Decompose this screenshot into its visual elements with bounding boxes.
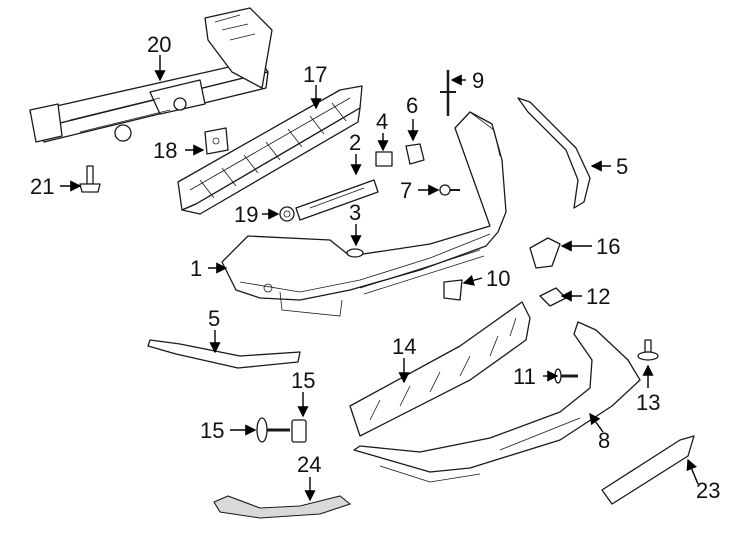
pin-11 [554, 368, 578, 384]
callout-12: 12 [586, 284, 610, 309]
bumper-reinforcement [177, 85, 363, 215]
lower-valance [353, 321, 641, 483]
callout-24: 24 [297, 452, 321, 477]
callout-23: 23 [696, 478, 720, 503]
callout-5-left: 5 [208, 306, 220, 331]
callout-21: 20 [147, 32, 171, 57]
callout-19: 19 [234, 202, 258, 227]
callout-8: 8 [598, 428, 610, 453]
trim-23 [601, 435, 695, 505]
bolt-22 [79, 165, 101, 193]
callout-5-right: 5 [616, 154, 628, 179]
clip-10 [443, 279, 463, 301]
callout-13: 13 [636, 390, 660, 415]
callout-3: 3 [349, 200, 361, 225]
clip-4 [375, 151, 393, 167]
fastener-7 [405, 143, 425, 165]
callout-labels: 20 17 18 21 2 4 6 9 5 7 19 3 1 16 10 12 … [30, 32, 720, 503]
callout-9: 9 [472, 68, 484, 93]
callout-15: 15 [200, 418, 224, 443]
callout-1: 1 [190, 256, 202, 281]
lower-absorber [349, 301, 531, 437]
leader-lines [60, 55, 699, 502]
callout-11: 11 [513, 364, 536, 389]
callout-6: 7 [400, 178, 412, 203]
trim-strip-24 [213, 495, 352, 519]
molding-right [517, 97, 591, 209]
callout-7: 6 [406, 93, 418, 118]
bracket-12 [539, 287, 567, 307]
push-nut-13 [637, 339, 659, 361]
screw-6 [439, 184, 460, 196]
push-pin-19 [279, 206, 295, 222]
callout-10: 10 [486, 266, 510, 291]
callout-2: 2 [349, 130, 361, 155]
clip-16 [291, 419, 307, 443]
molding-left [147, 339, 301, 369]
callout-17: 16 [596, 234, 620, 259]
retainer-3 [346, 248, 364, 258]
stud-9 [440, 70, 456, 116]
callout-18: 17 [303, 62, 327, 87]
callout-4: 4 [376, 109, 388, 134]
bracket-20 [204, 127, 229, 155]
license-bracket [295, 179, 379, 221]
callout-14: 14 [392, 334, 416, 359]
callout-16-visible: 15 [291, 368, 315, 393]
callout-22: 21 [30, 174, 54, 199]
trailer-hitch [29, 7, 273, 143]
bracket-17 [529, 237, 561, 269]
callout-20: 18 [153, 138, 177, 163]
bolt-15 [256, 417, 290, 443]
